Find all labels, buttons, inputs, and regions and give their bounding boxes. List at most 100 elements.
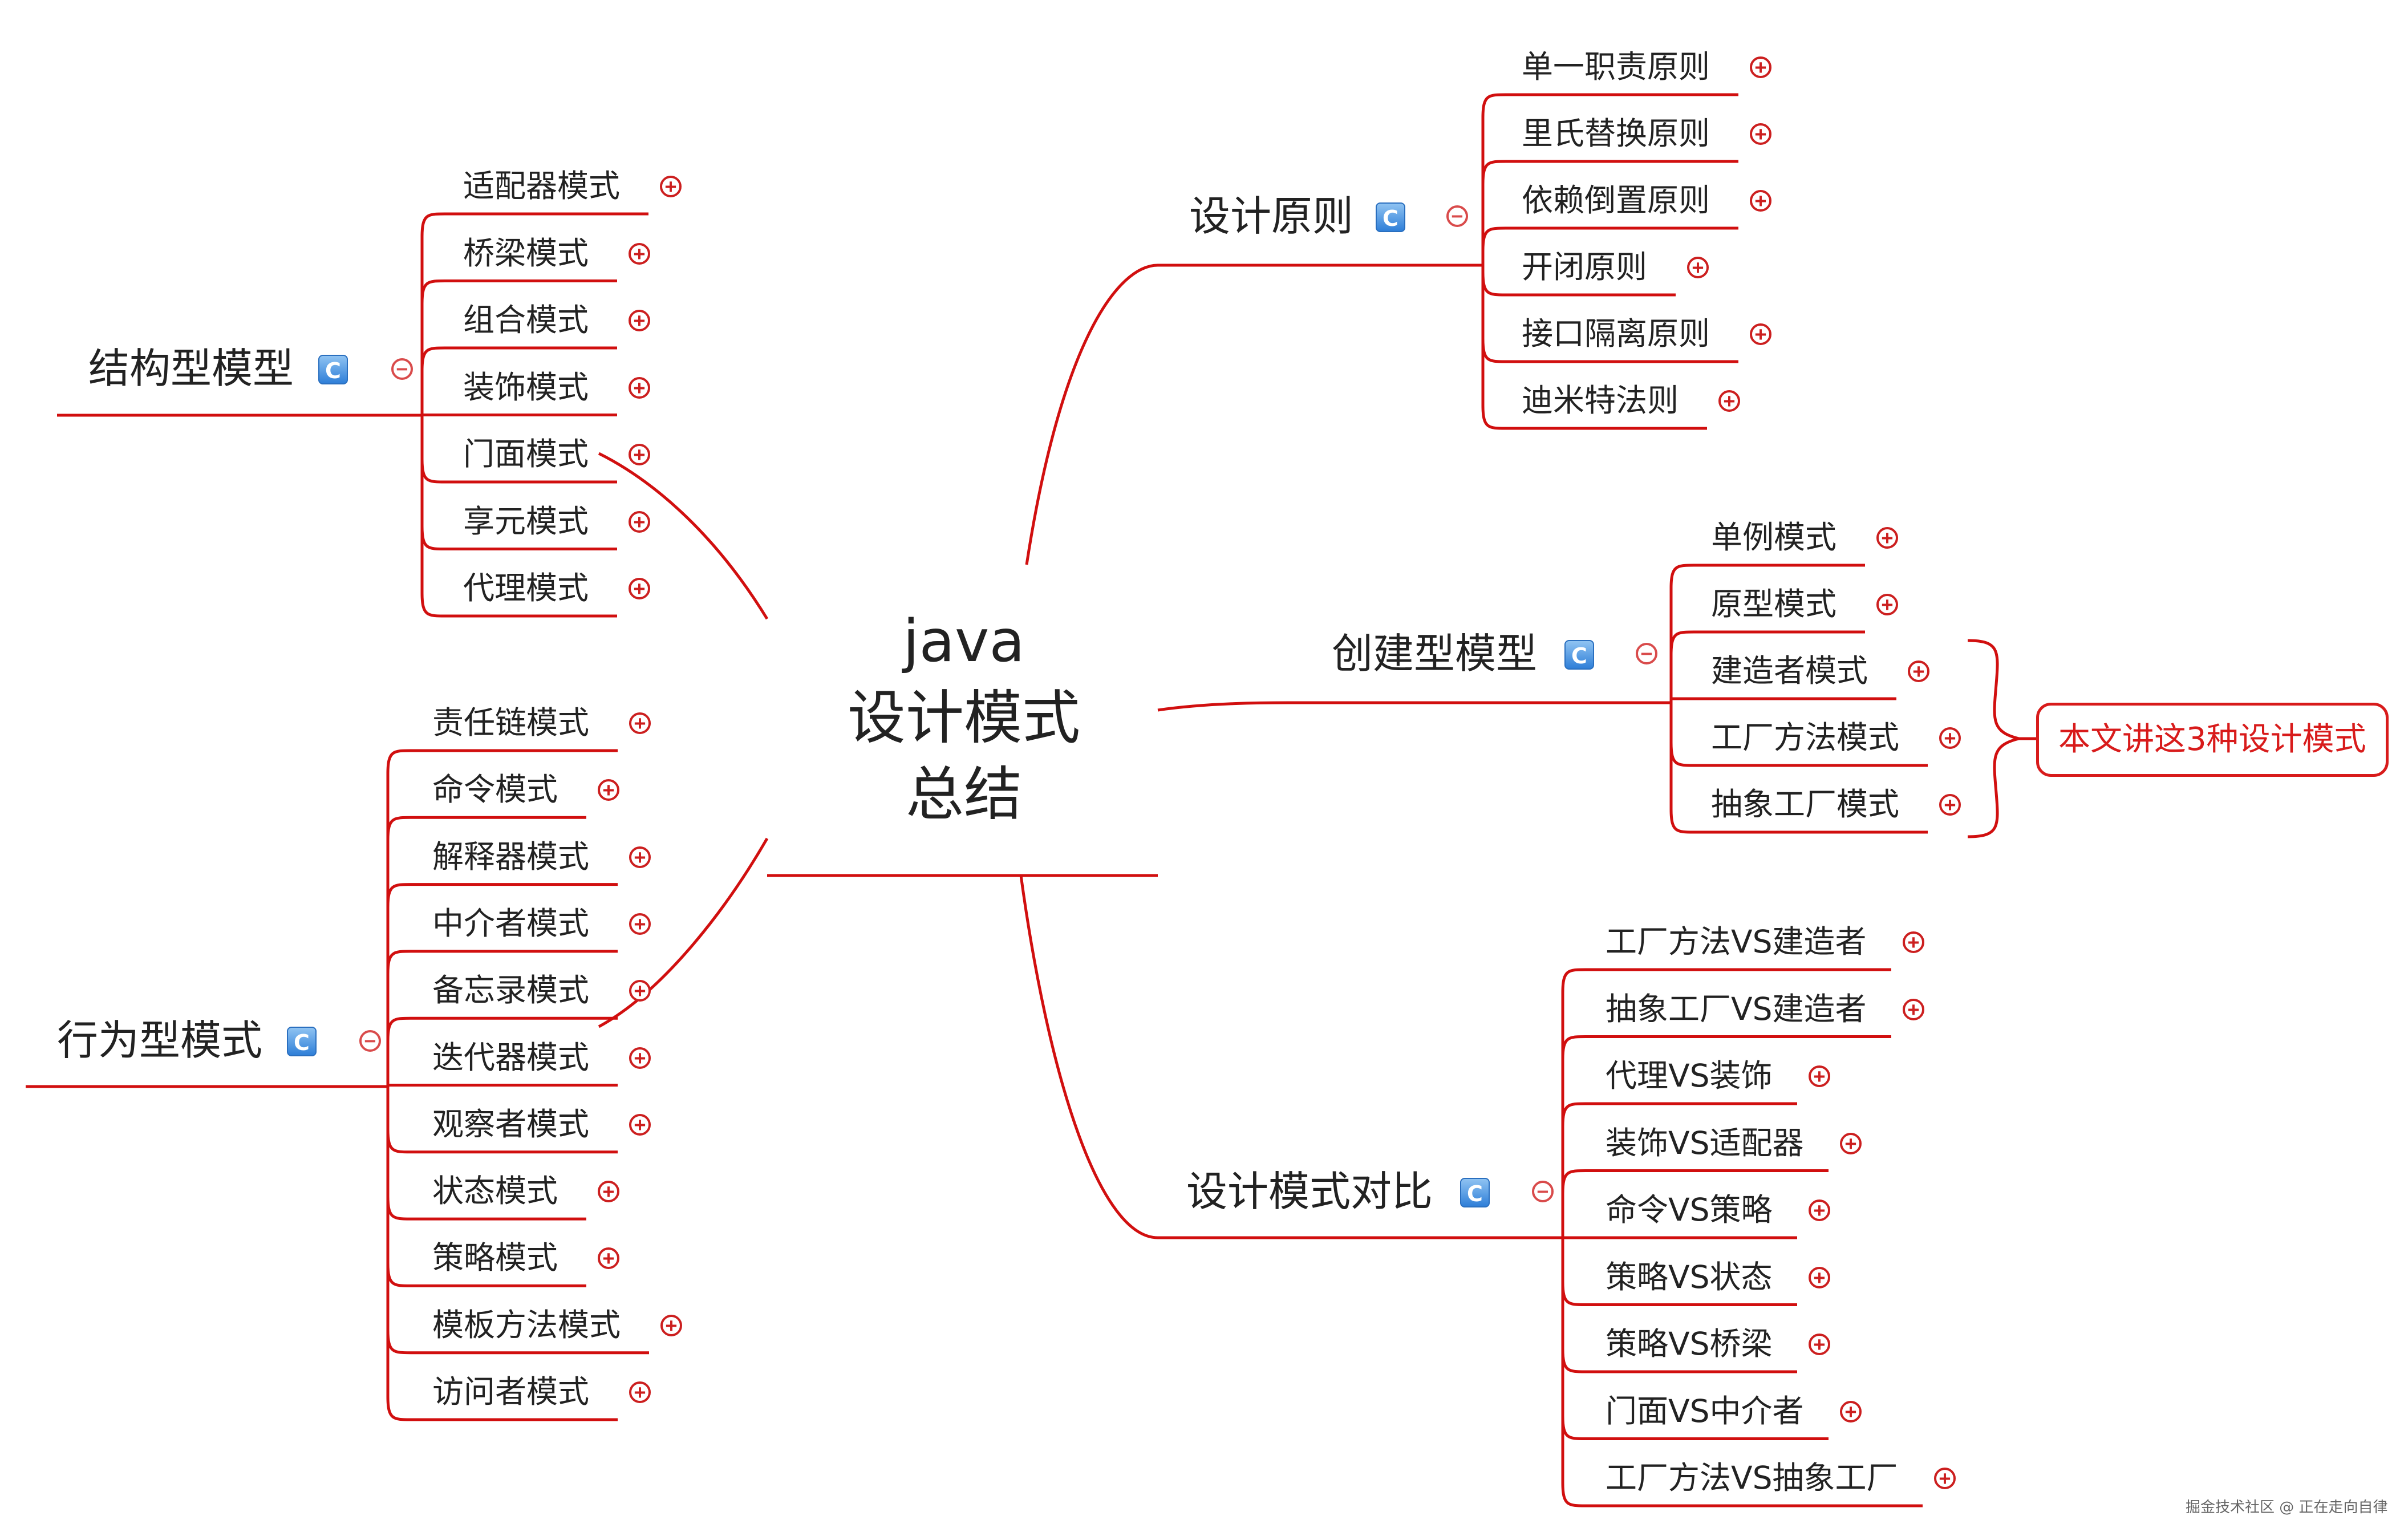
expand-icon[interactable]: + bbox=[1876, 527, 1898, 549]
subtopic-label[interactable]: 享元模式 bbox=[463, 502, 589, 540]
subtopic-label[interactable]: 开闭原则 bbox=[1522, 249, 1648, 285]
subtopic-label[interactable]: 策略VS状态 bbox=[1606, 1258, 1773, 1295]
collapse-icon[interactable]: − bbox=[1532, 1181, 1554, 1202]
expand-icon[interactable]: + bbox=[1840, 1400, 1862, 1423]
expand-icon[interactable]: + bbox=[1840, 1132, 1862, 1154]
subtopic-label[interactable]: 里氏替换原则 bbox=[1522, 115, 1710, 152]
expand-icon[interactable]: + bbox=[629, 1113, 651, 1136]
subtopic-label[interactable]: 迭代器模式 bbox=[432, 1039, 590, 1076]
expand-icon[interactable]: + bbox=[1750, 190, 1771, 212]
topic-design-principles[interactable]: 设计原则 bbox=[1189, 192, 1354, 240]
topic-structural[interactable]: 结构型模型 bbox=[88, 345, 294, 392]
subtopic-label[interactable]: 代理VS装饰 bbox=[1606, 1057, 1773, 1094]
c-badge-icon: C bbox=[1460, 1178, 1490, 1207]
topic-creational[interactable]: 创建型模型 bbox=[1332, 630, 1538, 678]
subtopic-label[interactable]: 接口隔离原则 bbox=[1522, 315, 1710, 352]
subtopic-label[interactable]: 访问者模式 bbox=[432, 1373, 590, 1410]
expand-icon[interactable]: + bbox=[629, 846, 651, 868]
expand-icon[interactable]: + bbox=[629, 444, 650, 465]
expand-icon[interactable]: + bbox=[660, 176, 682, 197]
expand-icon[interactable]: + bbox=[598, 1181, 619, 1203]
c-badge-icon: C bbox=[1564, 640, 1594, 670]
subtopic-underline bbox=[1669, 809, 1928, 834]
topic-behavioral[interactable]: 行为型模式 bbox=[57, 1016, 263, 1064]
subtopic-underline bbox=[1561, 1102, 1797, 1127]
central-topic[interactable]: java 设计模式 总结 bbox=[793, 603, 1135, 834]
collapse-icon[interactable]: − bbox=[391, 358, 413, 380]
callout-note[interactable]: 本文讲这3种设计模式 bbox=[2036, 703, 2389, 777]
subtopic-label[interactable]: 组合模式 bbox=[463, 302, 589, 338]
subtopic-label[interactable]: 观察者模式 bbox=[432, 1105, 590, 1142]
subtopic-label[interactable]: 工厂方法模式 bbox=[1711, 719, 1900, 756]
expand-icon[interactable]: + bbox=[1876, 594, 1898, 615]
subtopic-label[interactable]: 迪米特法则 bbox=[1522, 382, 1679, 419]
subtopic-label[interactable]: 单例模式 bbox=[1711, 519, 1837, 556]
subtopic-underline bbox=[386, 1016, 618, 1041]
topic-comparison[interactable]: 设计模式对比 bbox=[1186, 1168, 1433, 1215]
subtopic-underline bbox=[386, 1396, 618, 1421]
subtopic-underline bbox=[420, 593, 617, 618]
subtopic-label[interactable]: 适配器模式 bbox=[463, 168, 621, 204]
expand-icon[interactable]: + bbox=[598, 779, 619, 801]
collapse-icon[interactable]: − bbox=[1636, 643, 1657, 664]
subtopic-label[interactable]: 模板方法模式 bbox=[432, 1306, 621, 1343]
collapse-icon[interactable]: − bbox=[359, 1030, 381, 1052]
subtopic-underline bbox=[420, 279, 617, 304]
expand-icon[interactable]: + bbox=[629, 376, 650, 399]
expand-icon[interactable]: + bbox=[1809, 1334, 1830, 1355]
expand-icon[interactable]: + bbox=[660, 1314, 682, 1336]
expand-icon[interactable]: + bbox=[1908, 660, 1929, 682]
expand-icon[interactable]: + bbox=[629, 1381, 651, 1403]
subtopic-label[interactable]: 命令VS策略 bbox=[1606, 1192, 1773, 1228]
expand-icon[interactable]: + bbox=[1718, 390, 1740, 412]
subtopic-label[interactable]: 命令模式 bbox=[432, 771, 558, 808]
subtopic-label[interactable]: 抽象工厂VS建造者 bbox=[1606, 990, 1867, 1027]
expand-icon[interactable]: + bbox=[598, 1247, 619, 1270]
expand-icon[interactable]: + bbox=[1809, 1065, 1830, 1087]
expand-icon[interactable]: + bbox=[629, 242, 650, 265]
expand-icon[interactable]: + bbox=[629, 510, 650, 533]
central-topic-line2: 设计模式 bbox=[848, 684, 1080, 752]
subtopic-label[interactable]: 门面模式 bbox=[463, 436, 589, 472]
subtopic-label[interactable]: 桥梁模式 bbox=[463, 234, 589, 271]
expand-icon[interactable]: + bbox=[629, 1047, 651, 1069]
expand-icon[interactable]: + bbox=[629, 980, 651, 1002]
subtopic-label[interactable]: 状态模式 bbox=[432, 1173, 558, 1210]
expand-icon[interactable]: + bbox=[629, 712, 651, 734]
subtopic-underline bbox=[1481, 405, 1707, 430]
subtopic-label[interactable]: 依赖倒置原则 bbox=[1522, 182, 1710, 218]
subtopic-label[interactable]: 装饰VS适配器 bbox=[1606, 1124, 1804, 1161]
subtopic-label[interactable]: 策略VS桥梁 bbox=[1606, 1326, 1773, 1362]
expand-icon[interactable]: + bbox=[1903, 998, 1924, 1020]
subtopic-label[interactable]: 备忘录模式 bbox=[432, 972, 590, 1009]
expand-icon[interactable]: + bbox=[629, 913, 651, 935]
central-topic-line1: java bbox=[903, 607, 1025, 675]
subtopic-label[interactable]: 单一职责原则 bbox=[1522, 48, 1710, 85]
connector-center-structural bbox=[598, 452, 769, 620]
expand-icon[interactable]: + bbox=[629, 578, 650, 599]
collapse-icon[interactable]: − bbox=[1446, 205, 1468, 227]
subtopic-label[interactable]: 工厂方法VS抽象工厂 bbox=[1606, 1460, 1898, 1496]
subtopic-label[interactable]: 策略模式 bbox=[432, 1239, 558, 1276]
expand-icon[interactable]: + bbox=[1687, 257, 1709, 278]
expand-icon[interactable]: + bbox=[1934, 1468, 1956, 1489]
subtopic-label[interactable]: 责任链模式 bbox=[432, 704, 590, 741]
expand-icon[interactable]: + bbox=[1809, 1266, 1830, 1288]
subtopic-label[interactable]: 中介者模式 bbox=[432, 905, 590, 942]
expand-icon[interactable]: + bbox=[1809, 1199, 1830, 1221]
subtopic-label[interactable]: 解释器模式 bbox=[432, 838, 590, 875]
subtopic-label[interactable]: 建造者模式 bbox=[1711, 653, 1868, 689]
subtopic-label[interactable]: 工厂方法VS建造者 bbox=[1606, 923, 1867, 960]
expand-icon[interactable]: + bbox=[629, 310, 650, 331]
expand-icon[interactable]: + bbox=[1750, 323, 1771, 345]
subtopic-label[interactable]: 门面VS中介者 bbox=[1606, 1392, 1804, 1429]
expand-icon[interactable]: + bbox=[1939, 794, 1961, 816]
expand-icon[interactable]: + bbox=[1750, 56, 1771, 78]
subtopic-label[interactable]: 抽象工厂模式 bbox=[1711, 786, 1900, 822]
subtopic-label[interactable]: 原型模式 bbox=[1711, 586, 1837, 622]
subtopic-label[interactable]: 装饰模式 bbox=[463, 368, 589, 406]
expand-icon[interactable]: + bbox=[1750, 123, 1771, 145]
expand-icon[interactable]: + bbox=[1903, 931, 1924, 953]
subtopic-label[interactable]: 代理模式 bbox=[463, 570, 589, 606]
expand-icon[interactable]: + bbox=[1939, 727, 1961, 749]
